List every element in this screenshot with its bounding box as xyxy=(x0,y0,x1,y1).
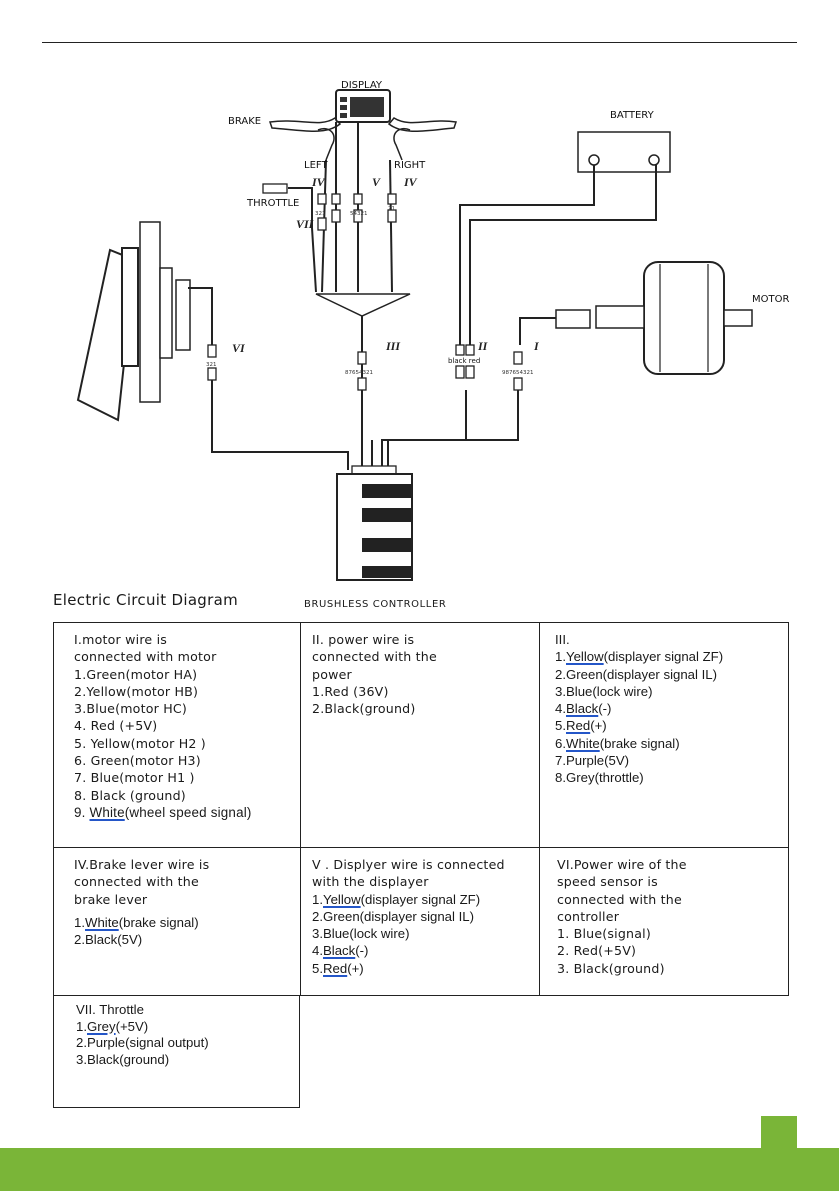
roman-i: I xyxy=(533,339,540,353)
table-divider xyxy=(54,847,788,848)
left-label: LEFT xyxy=(304,160,328,171)
battery-label: BATTERY xyxy=(610,110,655,121)
page-tab xyxy=(761,1116,797,1148)
roman-iv-left: IV xyxy=(311,175,326,189)
section-iii: III. 1.Yellow(displayer signal ZF) 2.Gre… xyxy=(555,632,724,786)
pin-21: 21 xyxy=(388,206,395,212)
section-power-wire: II. power wire is connected with the pow… xyxy=(312,632,437,717)
motor-label: MOTOR xyxy=(752,294,789,305)
roman-iv-right: IV xyxy=(403,175,418,189)
roman-v: V xyxy=(372,175,381,189)
footer-bar xyxy=(0,1148,839,1191)
roman-vii: VII xyxy=(296,217,315,231)
right-label: RIGHT xyxy=(394,160,426,171)
throttle-label: THROTTLE xyxy=(246,198,299,209)
section-speed-sensor-wire: VI.Power wire of the speed sensor is con… xyxy=(557,857,687,976)
pin-54321: 54321 xyxy=(350,211,368,217)
table-divider xyxy=(300,623,301,995)
controller-label: BRUSHLESS CONTROLLER xyxy=(304,599,447,610)
header-rule xyxy=(42,42,797,43)
black-red-label: black red xyxy=(448,357,480,365)
section-throttle-wire: VII. Throttle 1.Grey(+5V) 2.Purple(signa… xyxy=(53,996,300,1108)
diagram-title: Electric Circuit Diagram xyxy=(53,591,239,609)
wire-table: I.motor wire is connected with motor 1.G… xyxy=(53,622,789,996)
display-label: DISPLAY xyxy=(341,80,383,91)
roman-iii: III xyxy=(385,339,401,353)
pin-87654321: 87654321 xyxy=(345,370,373,376)
wiring-diagram: DISPLAY BRAKE BATTERY THROTTLE LEFT RIGH… xyxy=(76,80,789,581)
pin-321-speed: 321 xyxy=(206,362,217,368)
table-divider xyxy=(539,623,540,995)
section-motor-wire: I.motor wire is connected with motor 1.G… xyxy=(74,632,252,820)
section-brake-lever-wire: IV.Brake lever wire is connected with th… xyxy=(74,857,210,948)
section-displayer-wire: V . Displyer wire is connected with the … xyxy=(312,857,505,976)
roman-vi: VI xyxy=(232,341,246,355)
brake-label: BRAKE xyxy=(228,116,261,127)
pin-321: 321 xyxy=(315,211,326,217)
pin-987654321: 987654321 xyxy=(502,370,534,376)
roman-ii: II xyxy=(477,339,489,353)
